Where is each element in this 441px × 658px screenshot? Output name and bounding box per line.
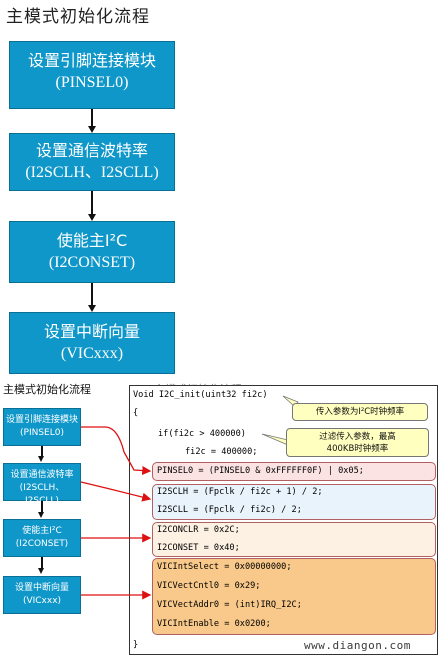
code-open-brace: { (133, 408, 139, 418)
baudrate-code-group (152, 484, 436, 520)
step-label: 设置中断向量 (14, 583, 69, 593)
watermark: www.diangon.com (304, 639, 411, 652)
arrowhead (88, 126, 96, 133)
callout-param: 传入参数为I²C时钟频率 (292, 403, 428, 421)
arrowhead (38, 456, 44, 462)
callout-filter-line1: 过滤传入参数，最高 (319, 432, 396, 442)
code-vic-addr: VICVectAddr0 = (int)IRQ_I2C; (157, 600, 302, 610)
arrowhead (38, 568, 44, 574)
section-subtitle: 主模式初始化流程 (3, 383, 91, 396)
code-if-line: if(fi2c > 400000) (158, 429, 246, 439)
step-label: 设置通信波特率 (10, 470, 74, 480)
step-label: 使能主I²C (56, 231, 128, 250)
code-scll: I2SCLL = (Fpclk / fi2c) / 2; (157, 505, 302, 515)
code-vic-select: VICIntSelect = 0x00000000; (157, 562, 292, 572)
page-title: 主模式初始化流程 (6, 7, 150, 27)
connector-line (41, 501, 43, 514)
code-conset: I2CONSET = 0x40; (157, 543, 240, 553)
step-register: (VICxxx) (60, 345, 124, 362)
small-step-enable-box: 使能主I²C (I2CONSET) (3, 519, 81, 557)
step-register: (PINSEL0) (20, 428, 64, 438)
small-step-pinsel-box: 设置引脚连接模块 (PINSEL0) (3, 408, 81, 446)
code-vic-enable: VICIntEnable = 0x0200; (157, 619, 271, 629)
step-register: (VICxxx) (22, 596, 62, 606)
pinsel-code-group (152, 462, 436, 481)
step-label: 使能主I²C (22, 526, 62, 536)
callout-filter-line2: 400KB时钟频率 (326, 444, 389, 454)
small-step-baudrate-box: 设置通信波特率 (I2SCLH、I2SCLL) (3, 463, 81, 506)
code-signature: Void I2C_init(uint32 fi2c) (133, 390, 268, 400)
code-pinsel: PINSEL0 = (PINSEL0 & 0xFFFFFF0F) | 0x05; (157, 466, 364, 476)
enable-code-group (152, 522, 436, 557)
step-enable-box: 使能主I²C (I2CONSET) (9, 221, 175, 283)
code-vic-cntl: VICVectCntl0 = 0x29; (157, 581, 261, 591)
connector-line (41, 446, 43, 458)
step-register: (PINSEL0) (55, 74, 129, 91)
callout-filter: 过滤传入参数，最高 400KB时钟频率 (286, 428, 429, 457)
callout-param-text: 传入参数为I²C时钟频率 (315, 407, 405, 417)
interrupt-code-group (152, 558, 436, 635)
step-label: 设置通信波特率 (35, 141, 148, 160)
code-close-brace: } (133, 640, 139, 650)
step-register: (I2CONSET) (15, 539, 69, 549)
step-baudrate-box: 设置通信波特率 (I2SCLH、I2SCLL) (9, 133, 175, 191)
code-sclh: I2SCLH = (Fpclk / fi2c + 1) / 2; (157, 487, 323, 497)
step-pinsel-box: 设置引脚连接模块 (PINSEL0) (9, 41, 175, 109)
code-conclr: I2CONCLR = 0x2C; (157, 525, 240, 535)
step-label: 设置引脚连接模块 (5, 415, 78, 425)
step-label: 设置引脚连接模块 (27, 51, 156, 70)
step-register: (I2SCLH、I2SCLL) (25, 164, 159, 181)
step-register: (I2CONSET) (48, 254, 136, 271)
arrowhead (88, 214, 96, 221)
connector-line (91, 109, 93, 128)
connector-line (41, 557, 43, 570)
step-interrupt-box: 设置中断向量 (VICxxx) (9, 312, 175, 374)
connector-line (91, 191, 93, 216)
code-assign-line: fi2c = 400000; (185, 447, 258, 457)
connector-line (91, 283, 93, 307)
arrowhead (38, 512, 44, 518)
step-label: 设置中断向量 (43, 322, 140, 341)
small-step-interrupt-box: 设置中断向量 (VICxxx) (3, 576, 81, 614)
arrowhead (88, 305, 96, 312)
